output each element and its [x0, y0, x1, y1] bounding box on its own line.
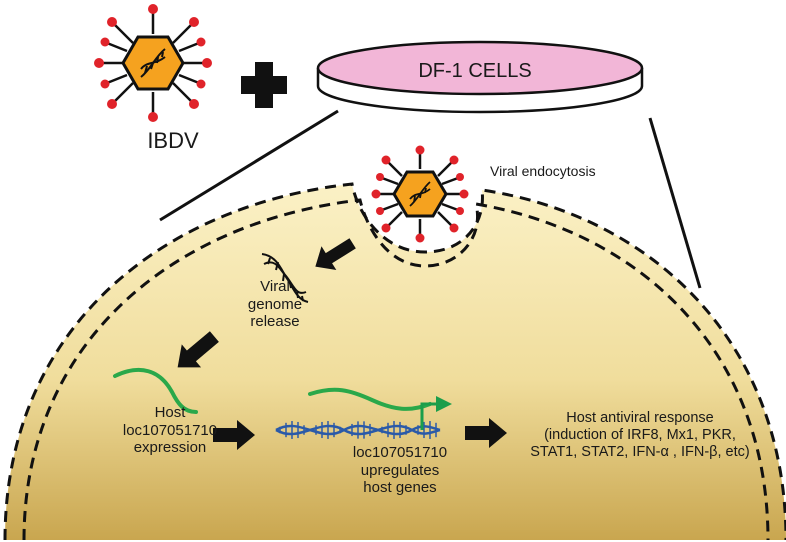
arrow-release-to-host [177, 331, 219, 368]
arrow-host-to-upregulate [213, 420, 255, 450]
label-upregulates-host-genes: loc107051710 upregulates host genes [320, 444, 480, 497]
lncrna-strand [308, 387, 432, 411]
zoom-line-left [159, 109, 339, 222]
viral-genome-icon [261, 253, 309, 303]
label-line: expression [133, 439, 207, 457]
endocytosis-virus-icon [371, 145, 469, 243]
arrow-upregulate-to-response [465, 418, 507, 448]
label-line: Viral [260, 278, 290, 295]
culture-dish [316, 40, 644, 114]
label-line: loc107051710 [352, 444, 448, 461]
label-line: Host [154, 404, 186, 421]
label-line: host genes [363, 479, 437, 497]
label-viral-genome-release: Viral genome release [220, 278, 330, 331]
label-line: release [250, 313, 300, 331]
host-dna-helix [275, 421, 441, 439]
label-line: (induction of IRF8, Mx1, PKR, [544, 427, 736, 444]
arrow-endocytosis-to-release [315, 238, 356, 271]
host-lncrna-strand [113, 367, 198, 414]
host-cell [5, 184, 786, 540]
promoter-arrow-icon [420, 396, 452, 430]
label-host-expression: Host loc107051710 expression [90, 404, 250, 457]
label-line: STAT1, STAT2, IFN-α , IFN-β, etc) [530, 444, 750, 461]
label-df1-cells: DF-1 CELLS [418, 60, 532, 82]
label-line: loc107051710 [122, 421, 218, 439]
label-line: Host antiviral response [566, 410, 714, 426]
plus-icon [241, 62, 287, 108]
label-ibdv: IBDV [147, 128, 199, 153]
ibdv-virus-icon [94, 4, 212, 122]
cell-membrane-outer [3, 182, 786, 541]
label-line: upregulates [360, 461, 440, 479]
zoom-line-right [648, 117, 702, 289]
cell-membrane-inner [22, 198, 770, 541]
label-viral-endocytosis: Viral endocytosis [490, 163, 596, 179]
label-line: genome [247, 295, 303, 313]
label-host-antiviral-response: Host antiviral response (induction of IR… [500, 410, 780, 461]
